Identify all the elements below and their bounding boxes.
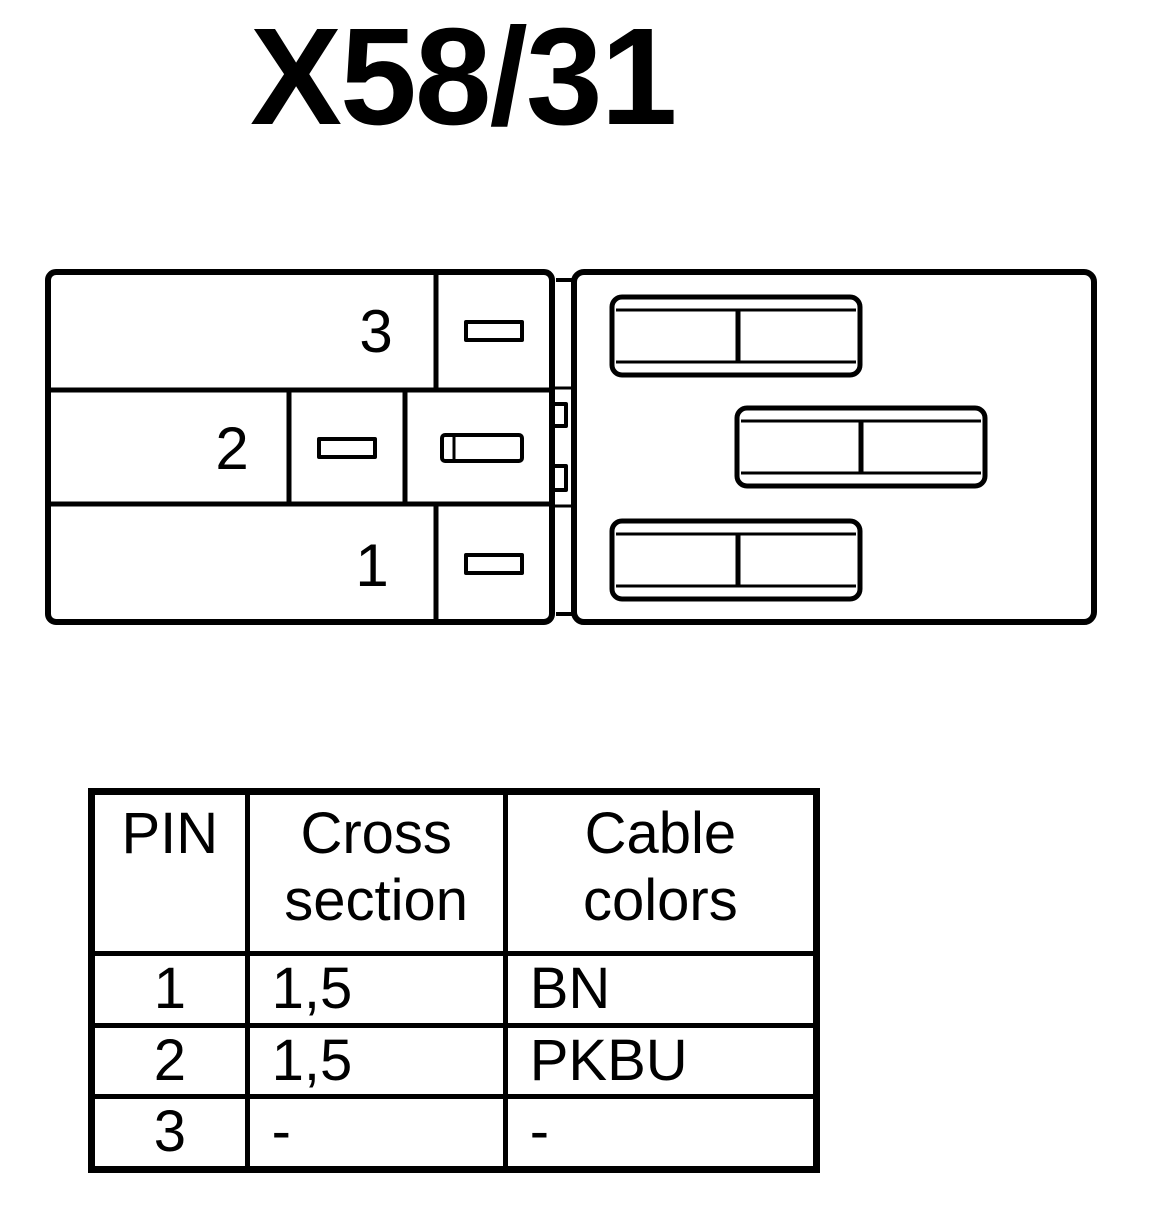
pin-2-slot-secondary bbox=[440, 433, 524, 463]
pin-label-2: 2 bbox=[215, 415, 248, 482]
cell-cable-color: PKBU bbox=[502, 1022, 820, 1100]
connector-drawing: 3 2 1 bbox=[45, 269, 1097, 625]
right-housing bbox=[571, 269, 1097, 625]
cell-cross-section: - bbox=[244, 1094, 508, 1173]
pin-2-slot bbox=[317, 437, 377, 459]
pin-assignment-table: PIN Cross section Cable colors 1 1,5 BN … bbox=[88, 788, 820, 1174]
cell-cross-section: 1,5 bbox=[244, 951, 508, 1028]
pin-label-3: 3 bbox=[359, 298, 392, 365]
left-housing bbox=[45, 269, 555, 625]
table-row: 3 - - bbox=[89, 1094, 820, 1173]
cell-pin: 2 bbox=[89, 1022, 250, 1100]
latch-bottom bbox=[550, 464, 568, 492]
header-cable-colors: Cable colors bbox=[502, 789, 820, 956]
pin-label-1: 1 bbox=[355, 532, 388, 599]
connector-title: X58/31 bbox=[250, 0, 677, 154]
cell-cross-section: 1,5 bbox=[244, 1022, 508, 1100]
latch-top bbox=[550, 402, 568, 428]
terminal-blade-1 bbox=[609, 518, 863, 602]
terminal-blade-3 bbox=[609, 294, 863, 378]
pin-3-slot bbox=[464, 320, 524, 342]
cell-cable-color: BN bbox=[502, 951, 820, 1028]
table-header-row: PIN Cross section Cable colors bbox=[89, 789, 820, 956]
table-row: 1 1,5 BN bbox=[89, 951, 820, 1028]
pin-1-slot bbox=[464, 553, 524, 575]
cell-pin: 1 bbox=[89, 951, 250, 1028]
terminal-blade-2 bbox=[734, 405, 988, 489]
header-pin: PIN bbox=[89, 789, 250, 956]
cell-pin: 3 bbox=[89, 1094, 250, 1173]
cell-cable-color: - bbox=[502, 1094, 820, 1173]
header-cross-section: Cross section bbox=[244, 789, 508, 956]
table-row: 2 1,5 PKBU bbox=[89, 1022, 820, 1100]
